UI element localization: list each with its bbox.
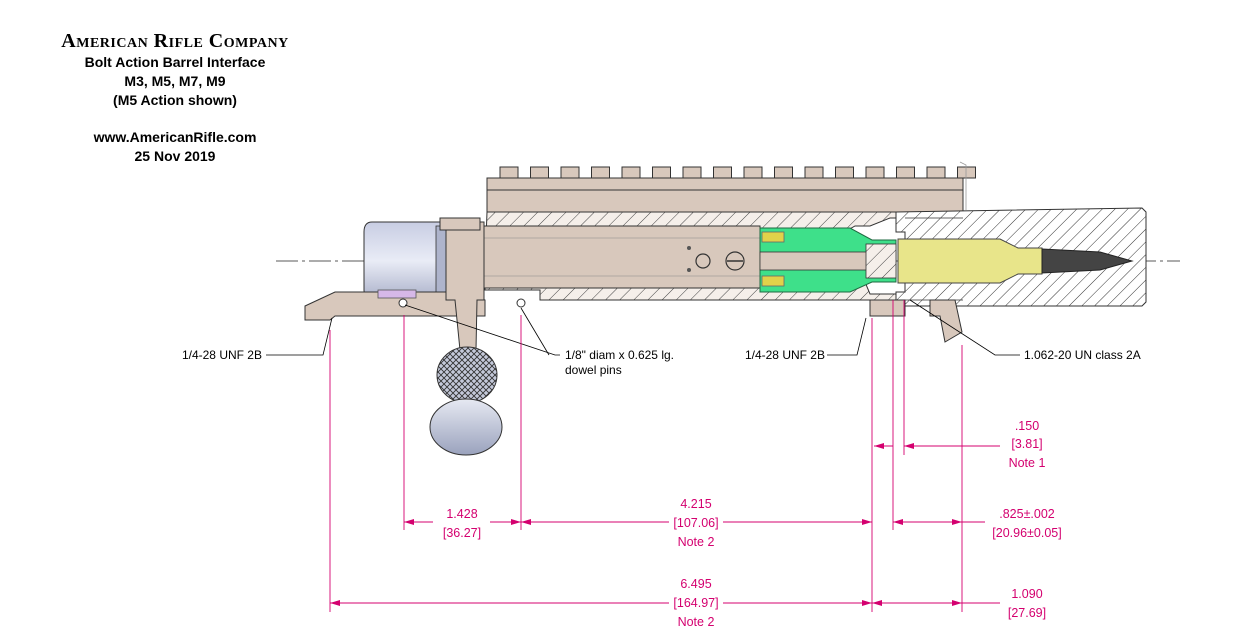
- dim-150-in: .150: [1015, 419, 1039, 433]
- bolt-shroud: [363, 221, 447, 301]
- rail-tooth: [621, 166, 641, 179]
- rail-tooth: [652, 166, 671, 179]
- dim-1428-in: 1.428: [446, 507, 477, 521]
- website-url: www.AmericanRifle.com: [93, 129, 257, 145]
- title-block: American Rifle Company Bolt Action Barre…: [0, 30, 350, 166]
- dim-6495-in: 6.495: [680, 577, 711, 591]
- picatinny-rail: [486, 166, 976, 213]
- dim-1090-mm: [27.69]: [1008, 606, 1046, 620]
- front-tab: [929, 299, 963, 343]
- rail-tooth: [896, 166, 915, 179]
- dim-4215-mm: [107.06]: [673, 516, 718, 530]
- rail-tooth: [865, 166, 885, 179]
- locking-lug-lower: [761, 275, 785, 287]
- bolt-knob: [429, 398, 503, 456]
- locking-lug-upper: [761, 231, 785, 243]
- rail-tooth: [774, 166, 793, 179]
- callout-front-thread: 1/4-28 UNF 2B: [745, 348, 825, 362]
- dim-150-note: Note 1: [1009, 456, 1046, 470]
- dim-1090-in: 1.090: [1011, 587, 1042, 601]
- company-name: American Rifle Company: [61, 30, 289, 52]
- callout-rear-thread: 1/4-28 UNF 2B: [182, 348, 262, 362]
- rail-tooth: [804, 166, 824, 179]
- dim-150-mm: [3.81]: [1011, 437, 1042, 451]
- dim-1428-mm: [36.27]: [443, 526, 481, 540]
- rail-tooth: [743, 166, 763, 179]
- rail-tooth: [957, 166, 976, 179]
- cartridge: [897, 238, 1134, 284]
- rail-tooth: [682, 166, 702, 179]
- rail-tooth: [926, 166, 946, 179]
- callout-barrel-thread: 1.062-20 UN class 2A: [1024, 348, 1141, 362]
- models-line: M3, M5, M7, M9: [124, 73, 226, 89]
- dimension-arrows: [330, 443, 962, 606]
- callout-dowel-line2: dowel pins: [565, 363, 622, 377]
- dim-4215-in: 4.215: [680, 497, 711, 511]
- rail-tooth: [530, 166, 549, 179]
- bolt-handle: [429, 217, 503, 456]
- recoil-lug: [869, 299, 906, 317]
- dimensions: [329, 300, 1000, 612]
- drawing-date: 25 Nov 2019: [134, 148, 216, 164]
- rail-tooth: [499, 166, 519, 179]
- drawing-title: Bolt Action Barrel Interface: [84, 54, 266, 70]
- dim-825-mm: [20.96±0.05]: [992, 526, 1061, 540]
- dim-4215-note: Note 2: [678, 535, 715, 549]
- dim-825-in: .825±.002: [999, 507, 1055, 521]
- callout-dowel-line1: 1/8" diam x 0.625 lg.: [565, 348, 674, 362]
- knurled-grip: [436, 346, 498, 404]
- rail-tooth: [560, 166, 580, 179]
- dim-6495-mm: [164.97]: [673, 596, 718, 610]
- rail-tooth: [713, 166, 732, 179]
- receiver-tang: [304, 289, 526, 321]
- bolt-head: [759, 227, 897, 293]
- dim-6495-note: Note 2: [678, 615, 715, 629]
- rail-tooth: [835, 166, 854, 179]
- callouts: 1/4-28 UNF 2B 1/8" diam x 0.625 lg. dowe…: [182, 299, 1141, 377]
- rail-tooth: [591, 166, 610, 179]
- action-shown-line: (M5 Action shown): [113, 92, 237, 108]
